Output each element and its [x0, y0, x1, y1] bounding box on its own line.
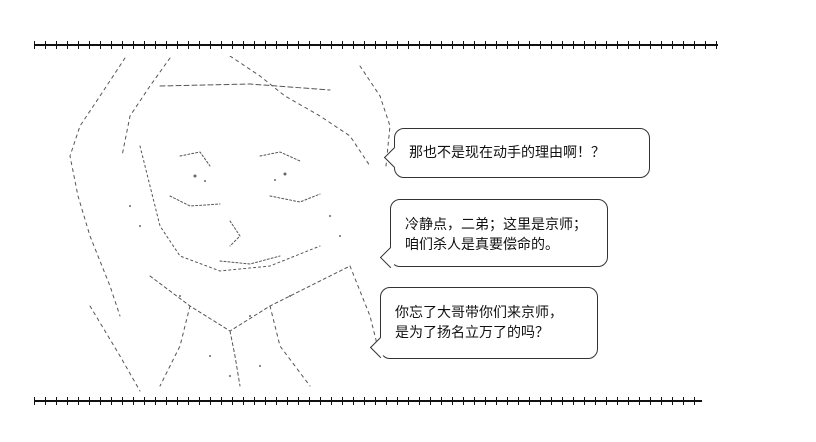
speech-line: 咱们杀人是真要偿命的。	[405, 237, 559, 253]
bottom-border	[34, 400, 702, 402]
top-border	[34, 44, 718, 46]
speech-line: 那也不是现在动手的理由啊！？	[409, 145, 605, 161]
speech-line: 你忘了大哥带你们来京师，	[395, 305, 563, 321]
speech-line: 是为了扬名立万了的吗？	[395, 325, 549, 341]
speech-line: 冷静点，二弟；这里是京师；	[405, 217, 587, 233]
speech-bubble-1: 那也不是现在动手的理由啊！？	[394, 128, 650, 178]
speech-bubble-3: 你忘了大哥带你们来京师， 是为了扬名立万了的吗？	[380, 287, 598, 359]
ascii-art-character	[69, 56, 391, 392]
speech-bubble-2: 冷静点，二弟；这里是京师； 咱们杀人是真要偿命的。	[390, 199, 608, 267]
